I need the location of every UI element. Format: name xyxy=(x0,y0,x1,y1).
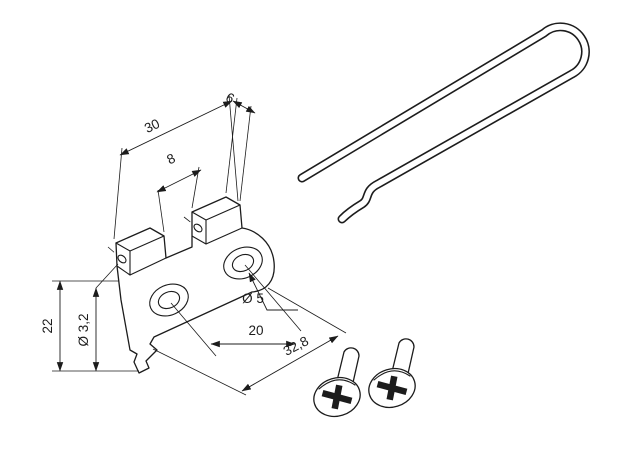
small-hole-right xyxy=(193,223,203,233)
screw-left xyxy=(309,348,365,422)
dim-30-label: 30 xyxy=(142,116,162,136)
small-hole-left xyxy=(117,254,127,264)
cotter-pin-clip xyxy=(297,22,590,224)
dim-3-2-label: Ø 3,2 xyxy=(76,313,91,346)
dimension-5: Ø 5 xyxy=(242,272,298,311)
screw-right xyxy=(364,339,420,413)
large-hole-right-bore xyxy=(231,253,255,273)
dim-20-label: 20 xyxy=(248,323,263,338)
dim-8-label: 8 xyxy=(164,151,177,168)
large-hole-left-bore xyxy=(157,290,181,310)
bracket-part xyxy=(107,196,275,374)
dimension-30: 30 xyxy=(113,94,239,240)
left-boss-edges xyxy=(115,235,167,276)
dimension-6: 6 xyxy=(223,90,256,202)
dim-22-label: 22 xyxy=(40,318,55,333)
dim-32-8-label: 32,8 xyxy=(281,333,311,359)
dim-5-label: Ø 5 xyxy=(242,291,264,306)
cotter-pin-body xyxy=(299,24,589,222)
dim-6-label: 6 xyxy=(223,90,237,107)
cotter-pin-outline xyxy=(297,22,590,224)
dimension-3-2: Ø 3,2 xyxy=(76,263,119,372)
right-boss-edges xyxy=(191,204,243,245)
bracket-outline xyxy=(115,196,275,374)
dimension-32-8: 32,8 xyxy=(152,287,347,396)
